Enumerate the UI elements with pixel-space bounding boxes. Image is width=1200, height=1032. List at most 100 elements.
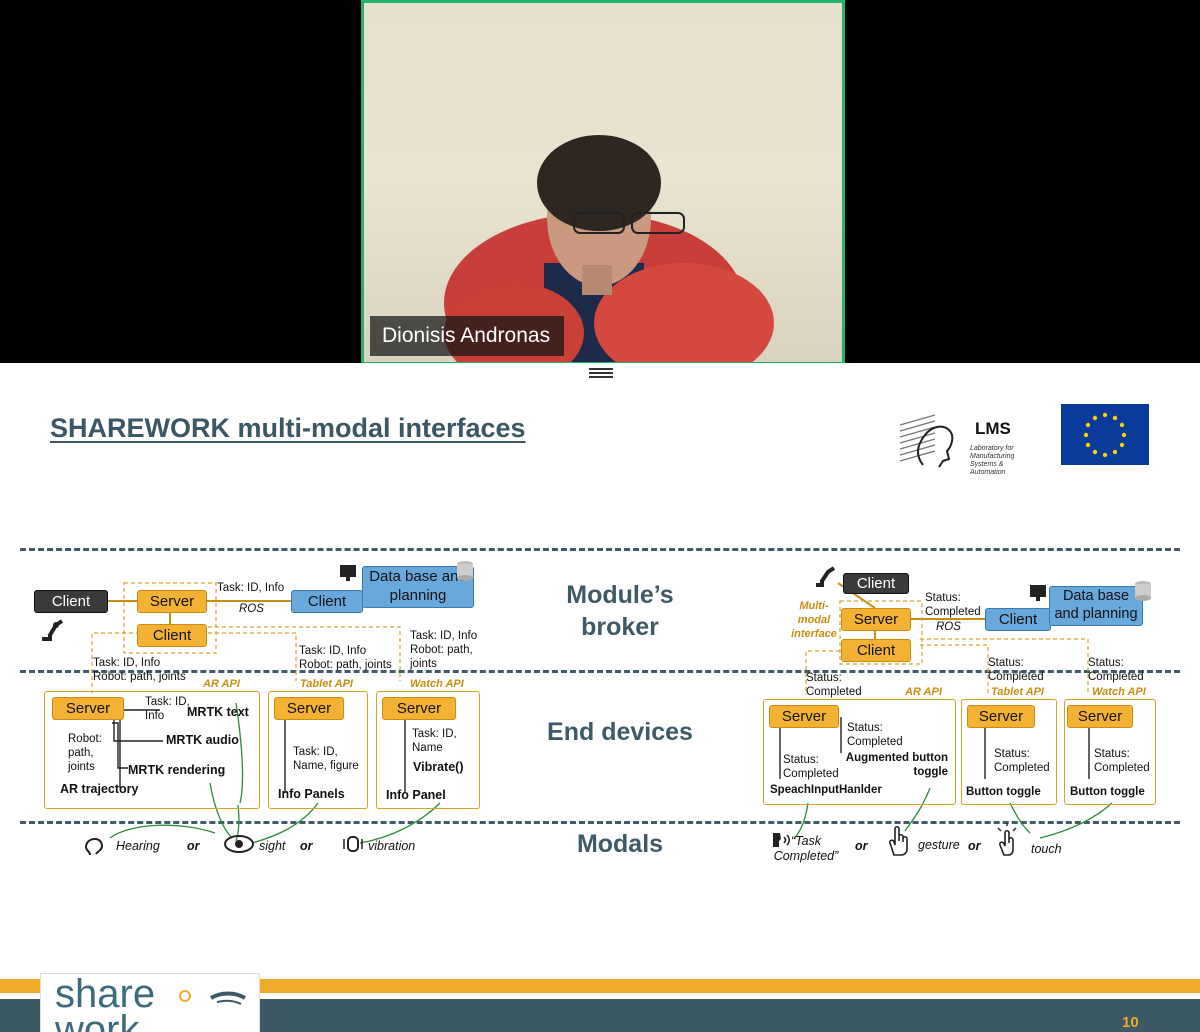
sharework-logo: share work (40, 973, 260, 1032)
left-ar-server[interactable]: Server (52, 697, 124, 720)
left-watch-task-robot-label: Task: ID, Info Robot: path, joints (410, 630, 478, 670)
right-tablet-server[interactable]: Server (967, 705, 1035, 728)
lms-logo-text: LMS (975, 419, 1011, 438)
right-database-planning[interactable]: Data base and planning (1049, 586, 1143, 626)
modal-hearing: Hearing (116, 839, 160, 853)
right-ar-status-label: Status: Completed (806, 672, 862, 698)
right-tablet-device-box (961, 699, 1057, 805)
left-tablet-api-label: Tablet API (300, 678, 353, 690)
database-icon-right (1135, 581, 1151, 601)
vibration-icon (343, 836, 363, 852)
right-watch-api-label: Watch API (1092, 686, 1146, 698)
right-status-completed-label: Status: Completed (925, 592, 981, 618)
right-tablet-status-b-label: Status: Completed (994, 748, 1050, 774)
left-ar-task-robot-label: Task: ID, Info Robot: path, joints (93, 657, 186, 683)
right-ar-status-b-label: Status: Completed (783, 754, 839, 780)
right-db-client[interactable]: Client (985, 608, 1051, 631)
multimodal-interface-label: Multi- modal interface (791, 600, 837, 640)
left-watch-task-label: Task: ID, Name (412, 728, 457, 754)
slide-page-number: 10 (1122, 1014, 1139, 1031)
panel-resize-handle[interactable] (0, 363, 1200, 383)
vibrate-label: Vibrate() (413, 760, 464, 774)
left-task-info-label: Task: ID, Info (217, 582, 285, 594)
info-panel-label: Info Panel (386, 788, 446, 802)
right-tablet-status-label: Status: Completed (988, 657, 1044, 683)
right-watch-status-label: Status: Completed (1088, 657, 1144, 683)
right-ar-server[interactable]: Server (769, 705, 839, 728)
speaking-head-icon (773, 833, 790, 847)
right-ar-device-box (763, 699, 956, 805)
divider-middle (20, 670, 1180, 673)
robot-arm-icon-right (816, 566, 836, 587)
section-end-devices: End devices (547, 718, 693, 746)
right-watch-status-b-label: Status: Completed (1094, 748, 1150, 774)
ar-trajectory-label: AR trajectory (60, 782, 139, 796)
monitor-icon (340, 565, 356, 581)
right-ar-api-label: AR API (905, 686, 942, 698)
button-toggle-tablet-label: Button toggle (966, 786, 1041, 798)
info-panels-label: Info Panels (278, 787, 345, 801)
participant-video-tile[interactable]: Dionisis Andronas (361, 0, 845, 365)
hand-gesture-icon (889, 825, 908, 856)
left-ar-api-label: AR API (203, 678, 240, 690)
drag-grip-icon (589, 368, 613, 378)
sharework-eye-icon (179, 990, 247, 1005)
ear-icon (84, 838, 104, 856)
modal-task-completed: “Task Completed” (773, 834, 839, 863)
left-robot-path-label: Robot: path, joints (68, 733, 102, 773)
eu-flag-icon (1061, 404, 1149, 465)
left-ar-task-label: Task: ID, Info (145, 696, 190, 722)
right-watch-device-box (1064, 699, 1156, 805)
modal-gesture: gesture (918, 838, 960, 852)
speach-input-handler-label: SpeachInputHanlder (770, 784, 882, 796)
mrtk-audio-label: MRTK audio (166, 733, 239, 747)
diagram-connectors (91, 582, 1113, 844)
right-modal-or-2: or (968, 839, 981, 853)
left-broker-server[interactable]: Server (137, 590, 207, 613)
left-ros-label: ROS (239, 603, 264, 615)
left-tablet-task-label: Task: ID, Name, figure (293, 746, 359, 772)
right-watch-server[interactable]: Server (1067, 705, 1133, 728)
section-module-broker: Module’s broker (566, 581, 674, 641)
lms-head-icon (899, 414, 954, 468)
video-gallery: Dionisis Andronas (0, 0, 1200, 365)
lms-logo: LMS Laboratory for Manufacturing Systems… (895, 405, 1045, 476)
button-toggle-watch-label: Button toggle (1070, 786, 1145, 798)
modal-sight: sight (259, 839, 286, 853)
database-icon (457, 561, 473, 581)
right-tablet-api-label: Tablet API (991, 686, 1044, 698)
left-tablet-device-box (268, 691, 368, 809)
divider-bottom (20, 821, 1180, 824)
left-watch-api-label: Watch API (410, 678, 464, 690)
modal-touch: touch (1031, 842, 1062, 856)
slide-title: SHAREWORK multi-modal interfaces (50, 413, 526, 443)
mrtk-text-label: MRTK text (187, 705, 249, 719)
left-tablet-task-robot-label: Task: ID, Info Robot: path, joints (299, 645, 392, 671)
left-database-planning[interactable]: Data base and planning (362, 566, 474, 608)
sharework-logo-text: share work (55, 972, 156, 1032)
footer-orange-bar (0, 979, 1200, 993)
section-modals: Modals (576, 830, 664, 858)
touch-icon (997, 823, 1017, 856)
left-broker-client[interactable]: Client (137, 624, 207, 647)
left-watch-device-box (376, 691, 480, 809)
right-client-dark-button[interactable]: Client (843, 573, 909, 594)
mrtk-rendering-label: MRTK rendering (128, 763, 226, 777)
right-broker-client[interactable]: Client (841, 639, 911, 662)
right-modal-or-1: or (855, 839, 868, 853)
left-tablet-server[interactable]: Server (274, 697, 344, 720)
divider-top (20, 548, 1180, 551)
left-db-client[interactable]: Client (291, 590, 363, 613)
robot-arm-icon (42, 619, 64, 641)
augmented-button-toggle-label: Augmented button toggle (845, 752, 948, 778)
lms-logo-subtitle: Laboratory for Manufacturing Systems & A… (970, 445, 1015, 476)
modal-or-2: or (300, 839, 313, 853)
left-client-dark-button[interactable]: Client (34, 590, 108, 613)
participant-video (444, 135, 774, 362)
modal-vibration: vibration (368, 839, 416, 853)
modal-or-1: or (187, 839, 200, 853)
left-ar-device-box (44, 691, 260, 809)
right-ros-label: ROS (936, 621, 961, 633)
right-broker-server[interactable]: Server (841, 608, 911, 631)
left-watch-server[interactable]: Server (382, 697, 456, 720)
